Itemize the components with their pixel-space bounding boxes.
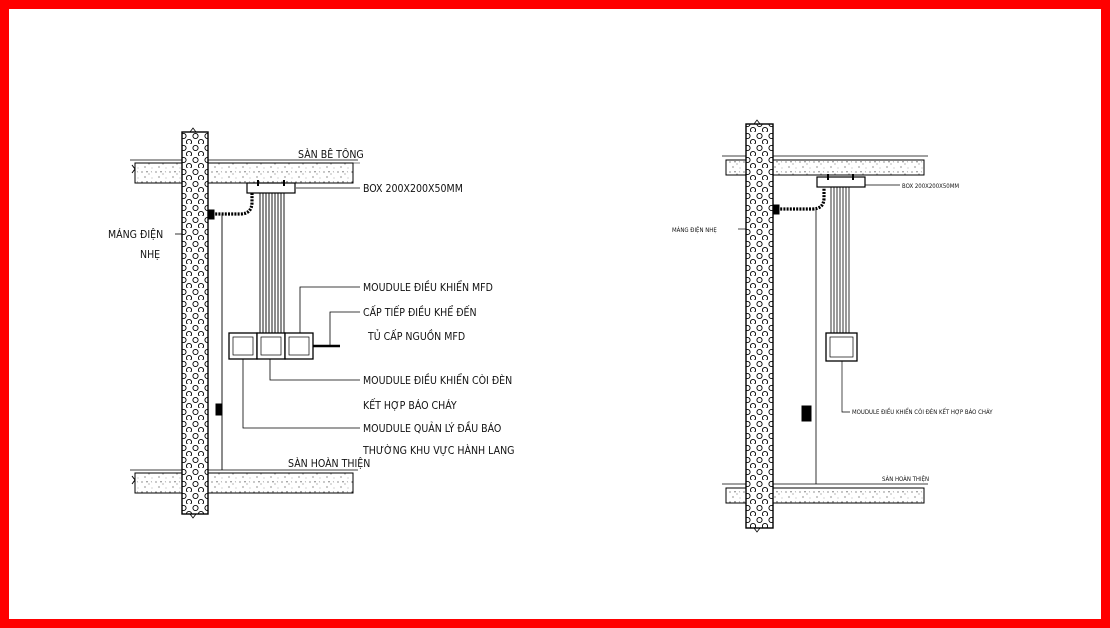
- left-top-slab: [134, 162, 354, 184]
- left-cable-bundle: [259, 193, 285, 333]
- label-cable-2: TỦ CẤP NGUỒN MFD: [367, 329, 465, 343]
- label-module-horn-right: MOUDULE ĐIỀU KHIỂN CÒI ĐÈN KẾT HỢP BÁO C…: [852, 408, 993, 416]
- right-wall: [745, 123, 774, 529]
- label-tray-left: MÁNG ĐIỆN: [108, 228, 163, 241]
- label-slab-top: SÀN BÊ TÔNG: [298, 148, 364, 161]
- label-module-alarm-2: THƯỜNG KHU VỰC HÀNH LANG: [362, 444, 514, 457]
- label-tray-right: MÁNG ĐIỆN NHẸ: [672, 226, 717, 234]
- label-module-horn-1: MOUDULE ĐIỀU KHIỂN CÒI ĐÈN: [363, 373, 512, 387]
- left-junction-box: [246, 182, 296, 194]
- left-labels: SÀN BÊ TÔNG BOX 200X200X50MM MÁNG ĐIỆN N…: [108, 148, 514, 470]
- right-junction-box: [816, 176, 866, 188]
- label-module-mfd: MOUDULE ĐIỀU KHIỂN MFD: [363, 280, 493, 294]
- right-bottom-slab: [725, 487, 925, 504]
- label-module-alarm-1: MOUDULE QUẢN LÝ ĐẦU BÁO: [363, 421, 501, 435]
- label-box-right: BOX 200X200X50MM: [902, 183, 959, 190]
- label-tray-left-2: NHẸ: [140, 249, 160, 261]
- right-labels: BOX 200X200X50MM MÁNG ĐIỆN NHẸ MOUDULE Đ…: [672, 183, 993, 483]
- label-slab-bottom-right: SÀN HOÀN THIỆN: [882, 475, 929, 483]
- label-cable-1: CẤP TIẾP ĐIỀU KHỂ ĐẾN: [363, 305, 477, 319]
- left-bottom-slab: [134, 472, 354, 494]
- label-module-horn-2: KẾT HỢP BÁO CHÁY: [363, 398, 457, 412]
- label-box-left: BOX 200X200X50MM: [363, 183, 463, 195]
- left-modules: [228, 332, 314, 360]
- right-detail: [722, 119, 928, 533]
- right-top-slab: [725, 159, 925, 176]
- left-detail: [130, 127, 360, 519]
- right-cable-bundle: [830, 187, 850, 333]
- left-wall: [181, 131, 209, 515]
- label-slab-bottom-left: SÀN HOÀN THIỆN: [288, 457, 370, 470]
